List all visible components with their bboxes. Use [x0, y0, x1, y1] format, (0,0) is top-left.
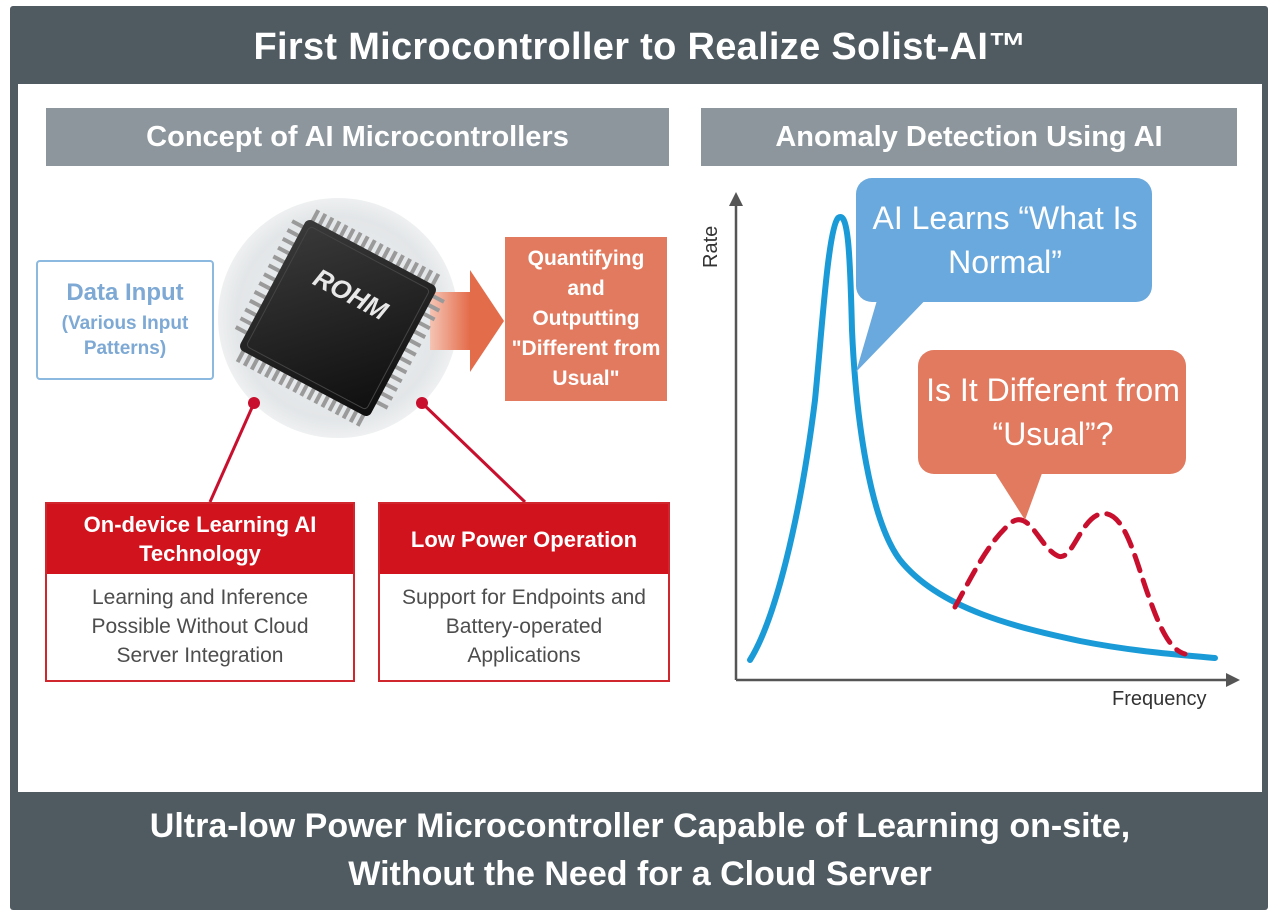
feature-low-power: Low Power Operation Support for Endpoint…	[378, 502, 670, 682]
normal-speech-bubble	[856, 178, 1152, 372]
different-speech-bubble	[918, 350, 1186, 520]
feature-description-text: Support for Endpoints and Battery-operat…	[401, 586, 646, 667]
microcontroller-chip-icon: ROHM	[234, 209, 445, 427]
feature-heading: On-device Learning AI Technology	[47, 504, 353, 574]
anomaly-dashed-curve	[952, 511, 1188, 657]
output-label: Quantifying and Outputting "Different fr…	[511, 247, 661, 390]
feature-heading: Low Power Operation	[380, 504, 668, 574]
arrow-right-icon	[430, 270, 504, 372]
feature-description-text: Learning and Inference Possible Without …	[91, 586, 309, 667]
anomaly-panel-header: Anomaly Detection Using AI	[701, 108, 1237, 166]
feature-description: Learning and Inference Possible Without …	[47, 574, 353, 670]
x-axis-arrow-icon	[1226, 673, 1240, 687]
concept-panel-header: Concept of AI Microcontrollers	[46, 108, 669, 166]
data-input-label: Data Input	[66, 279, 184, 306]
data-input-sublabel: (Various Input Patterns)	[61, 313, 189, 359]
connector-lines	[208, 397, 527, 504]
y-axis-label: Rate	[700, 225, 722, 268]
output-box: Quantifying and Outputting "Different fr…	[505, 237, 667, 401]
feature-on-device-learning: On-device Learning AI Technology Learnin…	[45, 502, 355, 682]
bottom-banner-line-2: Without the Need for a Cloud Server	[348, 855, 932, 893]
x-axis-label: Frequency	[1112, 688, 1207, 710]
page-title: First Microcontroller to Realize Solist-…	[253, 25, 1027, 68]
feature-heading-text: Low Power Operation	[410, 526, 638, 552]
data-input-box: Data Input (Various Input Patterns)	[36, 260, 214, 380]
normal-rate-curve	[747, 213, 1218, 663]
chart-axes	[729, 192, 1240, 687]
feature-description: Support for Endpoints and Battery-operat…	[380, 574, 668, 670]
normal-bubble-text: AI Learns “What Is Normal”	[872, 200, 1138, 280]
different-bubble-text: Is It Different from “Usual”?	[926, 372, 1180, 452]
bottom-banner: Ultra-low Power Microcontroller Capable …	[18, 796, 1262, 904]
feature-heading-text: On-device Learning AI Technology	[83, 512, 317, 566]
y-axis-arrow-icon	[729, 192, 743, 206]
bottom-banner-line-1: Ultra-low Power Microcontroller Capable …	[149, 807, 1131, 845]
